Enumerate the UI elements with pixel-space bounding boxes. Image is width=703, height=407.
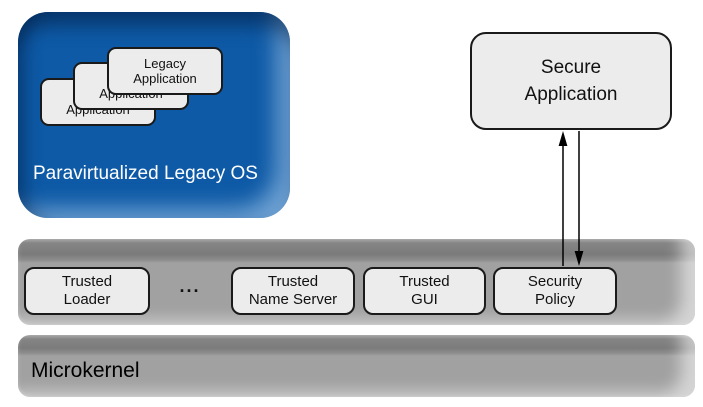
security-policy-box: Security Policy: [493, 267, 617, 315]
trusted-name-server-label-line1: Trusted: [267, 273, 319, 290]
trusted-loader-label-line1: Trusted: [61, 273, 113, 290]
trusted-services-bar: Trusted Loader ... Trusted Name Server T…: [18, 239, 695, 325]
secure-application-label-line2: Application: [524, 84, 618, 105]
trusted-gui-label-line2: GUI: [411, 291, 438, 308]
trusted-gui-box: Trusted GUI: [363, 267, 486, 315]
paravirtualized-legacy-os-label: Paravirtualized Legacy OS: [33, 163, 258, 184]
trusted-gui-label-line1: Trusted: [399, 273, 450, 290]
trusted-loader-box: Trusted Loader: [24, 267, 150, 315]
legacy-application-label-line1: Legacy: [144, 56, 186, 71]
legacy-application-card-front: Legacy Application: [107, 47, 223, 95]
services-ellipsis: ...: [179, 276, 201, 296]
microkernel-bar: Microkernel: [18, 335, 695, 397]
legacy-application-label-line2: Application: [133, 71, 197, 86]
secure-application-box: Secure Application: [470, 32, 672, 130]
security-policy-label-line1: Security: [527, 273, 583, 290]
trusted-name-server-label-line2: Name Server: [248, 291, 338, 308]
trusted-loader-label-line2: Loader: [63, 291, 111, 308]
trusted-name-server-box: Trusted Name Server: [231, 267, 355, 315]
microkernel-label: Microkernel: [31, 359, 140, 382]
paravirtualized-legacy-os-box: Legacy Application Legacy Application Le…: [18, 12, 290, 218]
secure-application-label-line1: Secure: [540, 57, 602, 78]
security-policy-label-line2: Policy: [534, 291, 575, 308]
